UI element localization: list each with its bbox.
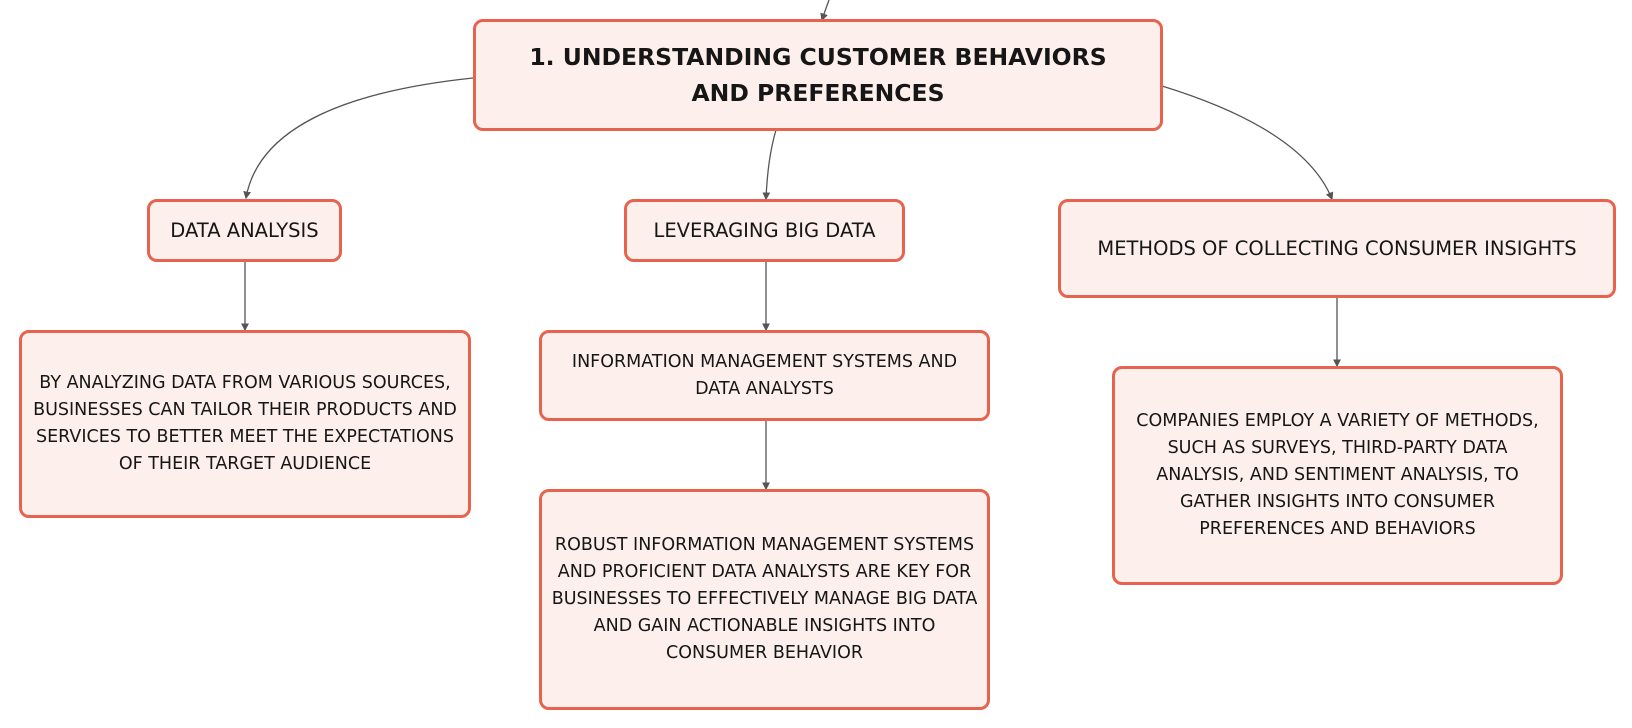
leaf-node-data-analysis-detail[interactable]: BY ANALYZING DATA FROM VARIOUS SOURCES, … (19, 330, 471, 518)
leaf-label-methods-detail: COMPANIES EMPLOY A VARIETY OF METHODS, S… (1136, 411, 1539, 539)
leaf-node-info-management[interactable]: INFORMATION MANAGEMENT SYSTEMS AND DATA … (539, 330, 990, 421)
branch-node-data-analysis[interactable]: DATA ANALYSIS (147, 199, 342, 262)
leaf-label-info-management: INFORMATION MANAGEMENT SYSTEMS AND DATA … (571, 351, 958, 399)
connector-root-to-methods (1161, 85, 1334, 201)
branch-label-methods: METHODS OF COLLECTING CONSUMER INSIGHTS (1097, 236, 1577, 260)
root-topic-node[interactable]: 1. UNDERSTANDING CUSTOMER BEHAVIORS AND … (473, 19, 1163, 131)
connector-root-to-leveraging-big-data (762, 129, 777, 201)
branch-label-leveraging-big-data: LEVERAGING BIG DATA (653, 218, 876, 242)
root-topic-label: 1. UNDERSTANDING CUSTOMER BEHAVIORS AND … (529, 43, 1107, 107)
leaf-label-data-analysis-detail: BY ANALYZING DATA FROM VARIOUS SOURCES, … (33, 373, 457, 474)
leaf-node-methods-detail[interactable]: COMPANIES EMPLOY A VARIETY OF METHODS, S… (1112, 366, 1563, 585)
branch-node-methods[interactable]: METHODS OF COLLECTING CONSUMER INSIGHTS (1058, 199, 1616, 298)
leaf-label-robust-info-management: ROBUST INFORMATION MANAGEMENT SYSTEMS AN… (551, 535, 978, 663)
branch-node-leveraging-big-data[interactable]: LEVERAGING BIG DATA (624, 199, 905, 262)
connector-root-to-data-analysis (243, 77, 474, 200)
branch-label-data-analysis: DATA ANALYSIS (170, 218, 319, 242)
connector-parent-to-root (820, 0, 830, 22)
leaf-node-robust-info-management[interactable]: ROBUST INFORMATION MANAGEMENT SYSTEMS AN… (539, 489, 990, 710)
